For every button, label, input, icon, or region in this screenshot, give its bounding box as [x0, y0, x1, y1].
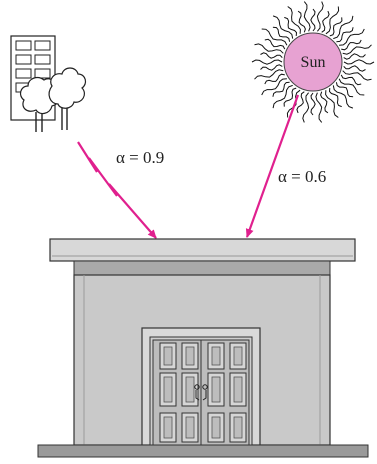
door-panel-inset — [164, 347, 172, 365]
sun-ray — [341, 75, 361, 85]
sun-ray — [298, 11, 305, 32]
sun-ray — [344, 60, 374, 64]
solar-absorptivity-label: α = 0.6 — [278, 167, 326, 186]
sun-ray — [265, 74, 285, 84]
door-panel-inset — [186, 377, 194, 402]
sun-ray — [341, 40, 361, 50]
sun-ray — [343, 45, 372, 54]
door-panel-inset — [212, 347, 220, 365]
sun-ray — [326, 90, 339, 117]
ground — [38, 445, 368, 457]
sun-ray — [255, 70, 284, 79]
solar-radiation-arrow — [247, 95, 298, 237]
roof — [50, 239, 355, 261]
sun-ray — [343, 71, 372, 80]
door-panel-inset — [164, 417, 172, 438]
door-panel-inset — [234, 377, 242, 402]
sun-ray — [304, 2, 310, 32]
sun-ray — [316, 93, 322, 123]
door-panel-inset — [234, 347, 242, 365]
sun-icon: Sun — [252, 2, 374, 123]
sun-ray — [303, 93, 309, 123]
sun-ray — [344, 66, 366, 71]
door-panel-inset — [212, 417, 220, 438]
sun-ray — [252, 60, 282, 64]
house — [50, 239, 355, 445]
door-panel-inset — [186, 347, 194, 365]
sun-ray — [255, 44, 284, 53]
sun-ray — [261, 53, 283, 58]
double-door — [153, 340, 249, 445]
sun-ray — [297, 92, 304, 113]
sun-ray — [311, 93, 315, 115]
surroundings-city-icon — [11, 36, 85, 132]
sun-ray — [322, 11, 329, 32]
surroundings-absorptivity-label: α = 0.9 — [116, 148, 164, 167]
sun-ray — [311, 9, 315, 31]
sun-ray — [326, 7, 339, 34]
sun-ray — [330, 17, 342, 36]
door-panel-inset — [212, 377, 220, 402]
door-panel-inset — [234, 417, 242, 438]
sun-ray — [288, 7, 301, 34]
sun-ray — [317, 2, 323, 32]
sun-ray — [321, 92, 328, 113]
door-panel-inset — [186, 417, 194, 438]
door-panel-inset — [164, 377, 172, 402]
sun-label: Sun — [301, 54, 326, 71]
sun-ray — [265, 39, 285, 49]
